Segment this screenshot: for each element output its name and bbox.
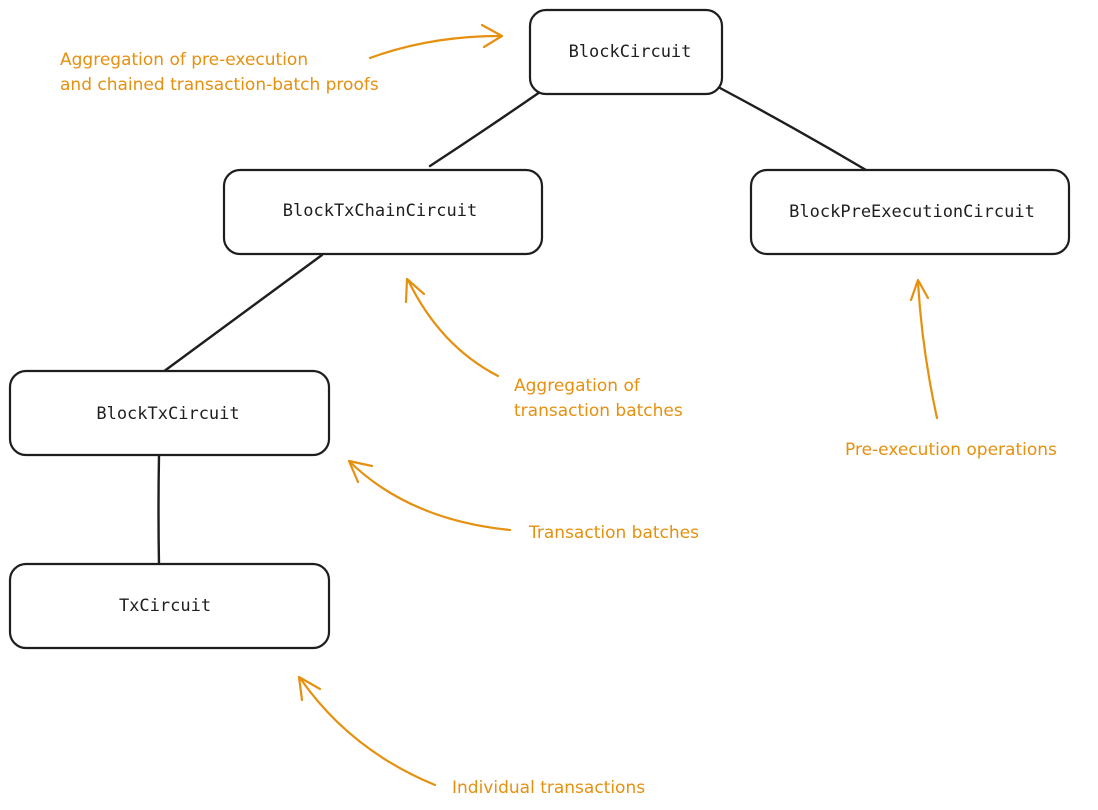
node-label: BlockCircuit: [569, 42, 692, 62]
arrow-shaft: [368, 34, 502, 60]
arrow-shaft: [298, 676, 437, 787]
arrow-to-blockpreexecutioncircuit: [909, 278, 939, 420]
node-box: [8, 369, 331, 457]
annotation-line: Pre-execution operations: [845, 440, 1057, 460]
arrow-head: [480, 23, 504, 49]
annotation-arrows: [297, 23, 939, 787]
annotation-line: and chained transaction-batch proofs: [60, 75, 379, 95]
annotation-blockpreexecutioncircuit: Pre-execution operations: [845, 440, 1057, 460]
arrow-head: [347, 459, 374, 484]
annotation-line: Transaction batches: [528, 523, 699, 543]
arrow-to-txcircuit: [297, 675, 437, 787]
annotation-blocktxcircuit: Transaction batches: [528, 523, 699, 543]
tree-edges: [157, 86, 868, 568]
annotation-txcircuit: Individual transactions: [452, 778, 645, 798]
arrow-shaft: [916, 280, 939, 420]
node-blockpreexecutioncircuit: BlockPreExecutionCircuit: [749, 168, 1071, 256]
node-box: [528, 8, 724, 96]
node-box: [749, 168, 1071, 256]
edge-blocktxcircuit-to-txcircuit: [157, 453, 161, 568]
annotation-line: Aggregation of: [514, 376, 641, 396]
node-blocktxcircuit: BlockTxCircuit: [8, 369, 331, 457]
node-label: TxCircuit: [119, 596, 211, 616]
node-blocktxchaincircuit: BlockTxChainCircuit: [222, 168, 544, 256]
arrow-to-blocktxcircuit: [347, 459, 512, 532]
arrow-shaft: [348, 460, 512, 532]
arrow-to-blockcircuit: [368, 23, 504, 60]
annotation-blocktxchaincircuit: Aggregation of transaction batches: [514, 376, 683, 421]
node-blockcircuit: BlockCircuit: [528, 8, 724, 96]
annotation-line: transaction batches: [514, 401, 683, 421]
arrow-to-blocktxchaincircuit: [404, 277, 500, 378]
arrow-head: [404, 277, 426, 304]
node-txcircuit: TxCircuit: [8, 562, 331, 650]
annotation-line: Aggregation of pre-execution: [60, 50, 308, 70]
node-label: BlockPreExecutionCircuit: [789, 202, 1035, 222]
node-label: BlockTxChainCircuit: [283, 201, 477, 221]
arrow-shaft: [406, 278, 500, 378]
node-label: BlockTxCircuit: [96, 404, 239, 424]
arrow-head: [909, 278, 930, 302]
node-box: [222, 168, 544, 256]
edge-blockcircuit-to-blockpreexecutioncircuit: [718, 86, 868, 172]
edge-blockcircuit-to-blocktxchaincircuit: [428, 90, 542, 168]
edge-blocktxchaincircuit-to-blocktxcircuit: [161, 253, 324, 374]
annotation-line: Individual transactions: [452, 778, 645, 798]
annotation-blockcircuit: Aggregation of pre-execution and chained…: [60, 50, 379, 95]
arrow-head: [297, 675, 322, 702]
node-box: [8, 562, 331, 650]
